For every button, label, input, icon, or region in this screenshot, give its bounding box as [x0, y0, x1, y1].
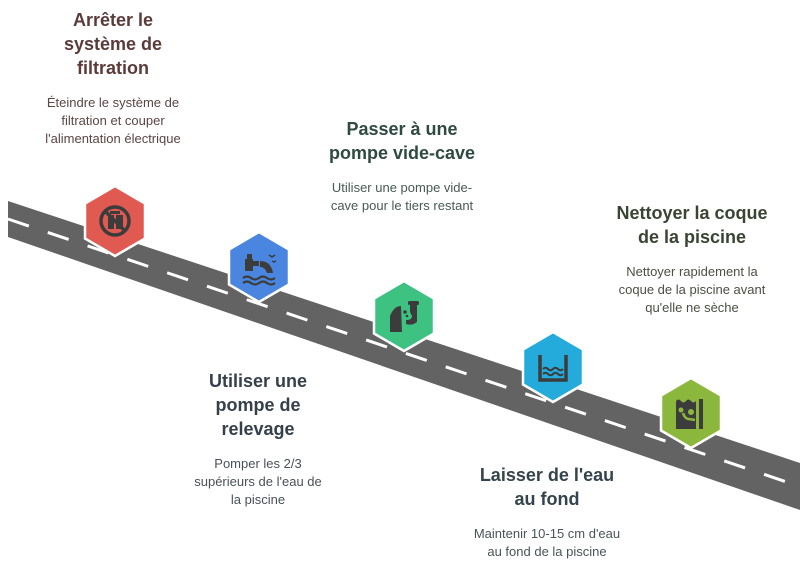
step-title: Passer à une pompe vide-cave: [328, 119, 476, 163]
step-2-text: Utiliser une pompe de relevage Pomper le…: [188, 369, 328, 509]
step-title: Laisser de l'eau au fond: [479, 465, 615, 509]
no-appliance-icon: [99, 205, 131, 237]
step-5-marker[interactable]: [659, 376, 723, 450]
water-container-icon: [538, 355, 568, 382]
step-4-marker[interactable]: [521, 330, 585, 404]
lane-marking: [7, 217, 801, 488]
step-5-text: Nettoyer la coque de la piscine Nettoyer…: [612, 201, 772, 317]
step-4-text: Laisser de l'eau au fond Maintenir 10-15…: [467, 463, 627, 561]
step-description: Éteindre le système de filtration et cou…: [45, 95, 181, 146]
step-1-marker[interactable]: [83, 184, 147, 258]
water-drain-pipe-icon: [242, 254, 277, 286]
step-description: Utiliser une pompe vide-cave pour le tie…: [330, 180, 474, 213]
step-1-text: Arrêter le système de filtration Éteindr…: [38, 8, 188, 148]
step-description: Nettoyer rapidement la coque de la pisci…: [618, 264, 766, 315]
step-description: Maintenir 10-15 cm d'eau au fond de la p…: [473, 526, 621, 559]
pool-cleaning-icon: [676, 399, 703, 429]
step-title: Arrêter le système de filtration: [63, 10, 163, 78]
step-2-marker[interactable]: [227, 230, 291, 304]
step-3-marker[interactable]: [372, 279, 436, 353]
step-title: Nettoyer la coque de la piscine: [616, 203, 768, 247]
step-3-text: Passer à une pompe vide-cave Utiliser un…: [327, 117, 477, 215]
hexagon: [521, 330, 585, 404]
sump-pump-icon: [390, 301, 419, 332]
hexagon: [372, 279, 436, 353]
step-title: Utiliser une pompe de relevage: [208, 371, 308, 439]
step-description: Pomper les 2/3 supérieurs de l'eau de la…: [194, 456, 322, 507]
road: [7, 201, 801, 510]
road-surface: [8, 201, 800, 510]
